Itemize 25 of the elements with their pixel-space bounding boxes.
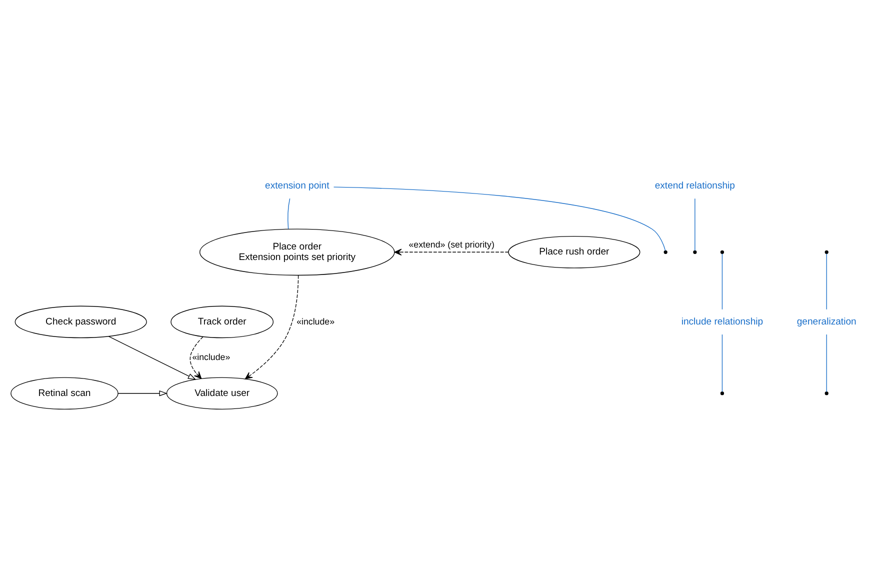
node-ellipse: Place rush order [508,236,640,268]
node-ellipse: Check password [14,306,147,338]
arrow [108,336,196,380]
node-text: extend relationship [654,180,736,192]
node-text: generalization [796,316,856,328]
edge-label: «extend» (set priority) [408,240,494,250]
node-ellipse: Retinal scan [10,377,118,410]
node-text: include relationship [681,316,764,328]
connector [722,253,723,310]
connector [826,334,827,392]
connector [333,186,666,251]
arrow [394,248,509,256]
connector [694,198,696,251]
arrow [190,336,204,379]
node-ellipse: Track order [170,306,274,338]
node-ellipse: Place order Extension points set priority [199,228,395,276]
edge-label: «include» [192,352,230,362]
node-text: extension point [265,180,330,192]
connector [288,198,290,230]
connector [722,334,723,392]
arrow [244,275,299,380]
edge-label: «include» [296,316,335,326]
node-ellipse: Validate user [166,377,278,410]
arrow [118,390,168,396]
connector [826,253,827,310]
